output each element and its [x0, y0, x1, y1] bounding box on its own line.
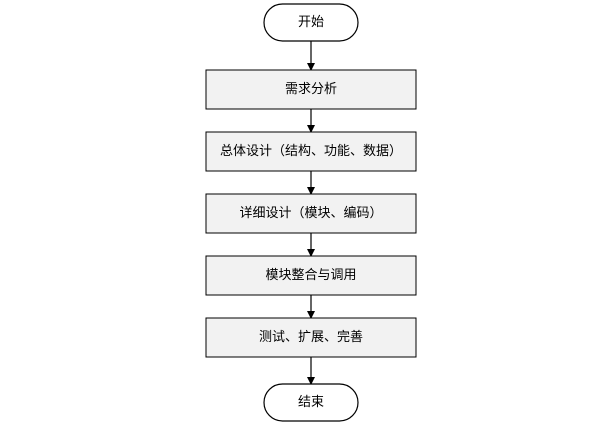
start-terminal: 开始 — [263, 3, 359, 42]
process-box-requirements: 需求分析 — [205, 69, 417, 110]
end-terminal: 结束 — [263, 383, 359, 422]
step-label-detailed-design: 详细设计（模块、编码） — [239, 206, 382, 221]
step-label-testing: 测试、扩展、完善 — [259, 329, 363, 345]
step-label-integration: 模块整合与调用 — [265, 268, 356, 283]
end-label: 结束 — [298, 395, 324, 410]
process-box-detailed-design: 详细设计（模块、编码） — [205, 193, 417, 234]
step-label-requirements: 需求分析 — [285, 82, 337, 97]
start-label: 开始 — [298, 15, 324, 30]
process-box-testing: 测试、扩展、完善 — [205, 317, 417, 358]
process-box-integration: 模块整合与调用 — [205, 255, 417, 296]
step-label-overall-design: 总体设计（结构、功能、数据） — [220, 144, 402, 159]
process-box-overall-design: 总体设计（结构、功能、数据） — [205, 131, 417, 172]
